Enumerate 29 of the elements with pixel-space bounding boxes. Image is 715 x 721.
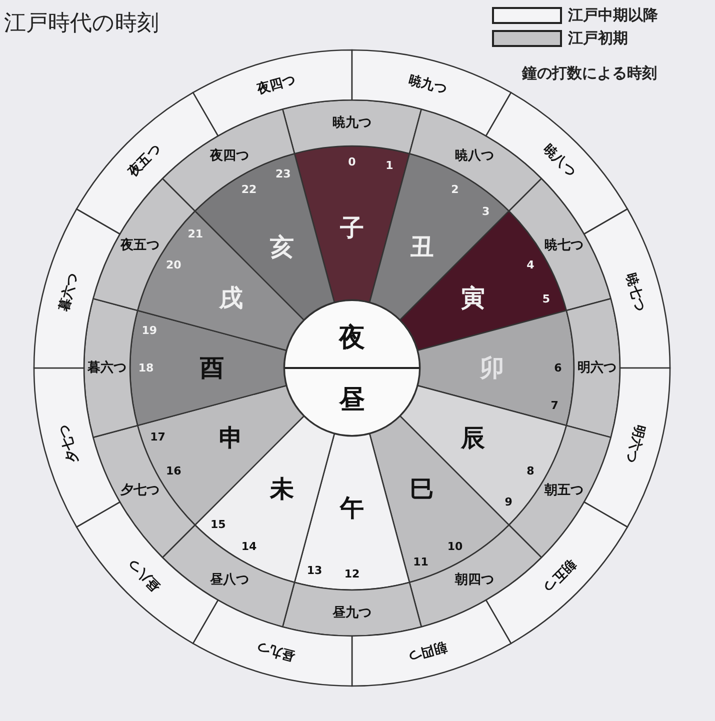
hour-number: 11 xyxy=(413,556,428,569)
hour-number: 13 xyxy=(306,564,322,578)
hour-number: 16 xyxy=(166,464,182,478)
semicircle: 昼 xyxy=(283,367,421,437)
hour-number: 5 xyxy=(542,292,550,306)
ring-segment: 明六つ xyxy=(566,298,620,438)
legend-heading: 鐘の打数による時刻 xyxy=(522,64,657,83)
hour-number: 10 xyxy=(447,540,463,553)
ring-segment: 暮六つ xyxy=(84,298,138,438)
hour-number: 12 xyxy=(344,568,360,580)
hour-number: 0 xyxy=(348,156,356,168)
hour-number: 14 xyxy=(241,540,257,553)
hour-number: 4 xyxy=(526,258,534,272)
hour-number: 22 xyxy=(241,183,257,196)
legend-text: 江戸中期以降 xyxy=(568,6,658,25)
hour-number: 1 xyxy=(386,158,394,172)
ring-segment: 昼九つ xyxy=(282,582,422,636)
hour-number: 18 xyxy=(138,362,154,374)
legend-text: 江戸初期 xyxy=(568,29,628,48)
hour-number: 6 xyxy=(554,362,562,374)
hour-number: 20 xyxy=(166,258,182,272)
hour-number: 7 xyxy=(550,399,558,412)
hour-number: 23 xyxy=(276,167,291,180)
hour-number: 8 xyxy=(526,464,534,478)
title: 江戸時代の時刻 xyxy=(4,10,159,38)
hour-number: 17 xyxy=(150,430,166,444)
hour-number: 19 xyxy=(142,324,158,337)
ring-segment: 暁九つ xyxy=(282,100,422,154)
hour-number: 2 xyxy=(451,183,459,196)
